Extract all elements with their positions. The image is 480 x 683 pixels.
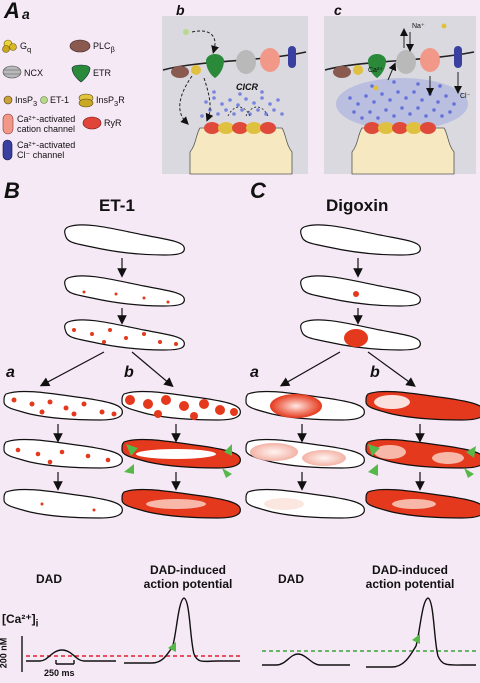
traces (21, 597, 476, 672)
legend-et1: ET-1 (50, 95, 70, 105)
b-b-cell-2 (121, 438, 241, 469)
panel-b-sub-a: a (6, 364, 15, 381)
panel-c-letter: C (250, 178, 266, 203)
c-b-cell-1 (365, 390, 480, 421)
legend-ryr: RyR (104, 118, 122, 128)
scale-x-label: 250 ms (44, 668, 75, 678)
panel-b-title: ET-1 (99, 196, 135, 215)
insp3r-icon (78, 93, 94, 108)
inset-c-ca: Ca²⁺ (368, 67, 383, 74)
et1-icon (40, 96, 48, 104)
legend-ncx: NCX (24, 68, 44, 78)
legend-gq: Gq (20, 41, 32, 54)
ncx-icon (2, 65, 22, 79)
legend-insp3: InsP3 (15, 95, 38, 108)
panel-c-title: Digoxin (326, 196, 389, 215)
b-dad-caption: DAD (36, 572, 62, 586)
b-ap-arrowhead (168, 642, 176, 652)
c-cell-2 (300, 275, 421, 307)
panel-a-sub: a (22, 6, 30, 22)
c-arrowheads (368, 444, 476, 478)
legend-etr: ETR (93, 68, 111, 78)
c-ap-arrowhead (412, 634, 420, 644)
plc-beta-icon (69, 39, 91, 53)
ca-ylabel: [Ca²⁺]i (2, 612, 39, 630)
inset-b-ryr-row (204, 122, 276, 134)
ryr-icon (82, 116, 102, 130)
panel-a-letter: A (4, 0, 20, 23)
c-dad-caption: DAD (278, 572, 304, 586)
panel-a-legend (2, 39, 102, 161)
inset-c-letter: c (334, 2, 342, 18)
b-ap-trace (124, 597, 240, 664)
panel-b-cells (3, 224, 241, 519)
b-a-cell-2 (3, 438, 123, 469)
c-cell-1 (300, 224, 421, 256)
b-b-cell-1 (121, 390, 241, 421)
legend-plc: PLCβ (93, 41, 115, 54)
etr-icon (71, 64, 91, 83)
b-arrowheads (124, 444, 232, 478)
legend-insp3r: InsP3R (96, 95, 125, 108)
cation-channel-icon (2, 113, 14, 135)
c-dad-trace (262, 653, 350, 666)
c-a-cell-1 (245, 390, 365, 421)
gq-icon (2, 39, 17, 53)
inset-c (324, 16, 476, 175)
insp3-icon (3, 95, 13, 105)
inset-c-cl: Cl⁻ (460, 93, 471, 100)
panel-b-letter: B (4, 178, 20, 203)
panel-b-sub-b: b (124, 364, 134, 381)
scale-y-label: 200 nM (0, 637, 9, 669)
b-a-cell-1 (3, 390, 123, 421)
c-a-cell-3 (245, 488, 365, 519)
b-cell-1 (64, 224, 185, 256)
b-b-cell-3 (121, 488, 241, 519)
c-b-cell-3 (365, 488, 480, 519)
inset-b-cicr: CICR (236, 82, 258, 92)
b-dad-trace (26, 649, 116, 662)
b-a-cell-3 (3, 488, 123, 519)
inset-b-letter: b (176, 2, 185, 18)
inset-c-dots (348, 80, 456, 120)
panel-c-cells (245, 224, 480, 519)
b-cell-2 (64, 275, 185, 307)
inset-b-dots (200, 90, 284, 118)
c-a-cell-2 (245, 438, 365, 469)
panel-c-sub-b: b (370, 364, 380, 381)
c-ap-trace (366, 597, 476, 668)
panel-c-sub-a: a (250, 364, 259, 381)
inset-b (162, 16, 308, 175)
b-cell-3 (64, 319, 185, 351)
cl-channel-icon (2, 139, 13, 161)
c-cell-3 (300, 319, 421, 351)
inset-c-na: Na⁺ (412, 23, 425, 30)
c-b-cell-2 (365, 438, 480, 469)
